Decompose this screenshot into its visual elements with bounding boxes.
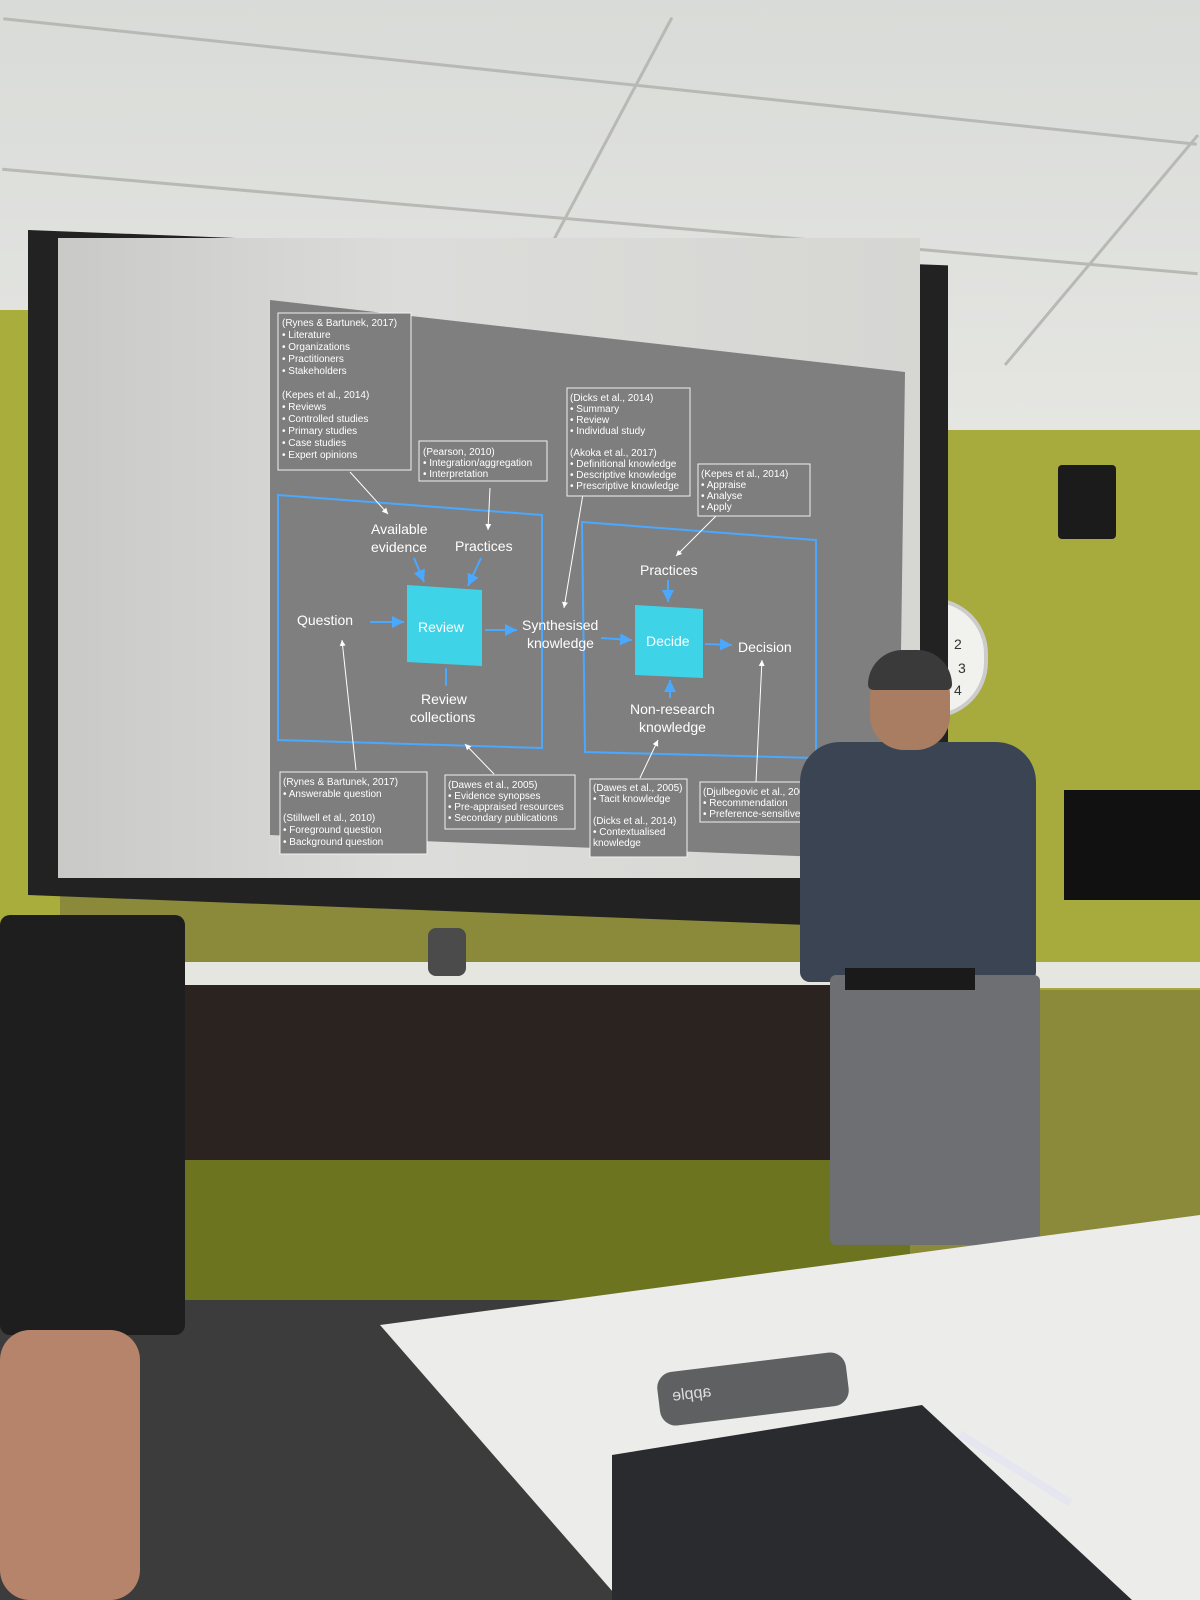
note-line: • Preference-sensitive	[703, 809, 801, 820]
hand	[0, 1330, 140, 1600]
arrow	[413, 557, 425, 583]
review-collections-label: Review	[421, 691, 468, 707]
clock-number: 4	[954, 682, 962, 698]
slide-body	[270, 300, 905, 860]
note-line: • Literature	[282, 330, 331, 341]
note-line: (Dawes et al., 2005)	[593, 783, 683, 794]
presenter-belt	[845, 968, 975, 990]
note-line: • Stakeholders	[282, 366, 347, 377]
note-line: • Summary	[570, 404, 619, 415]
practices-left-label: Practices	[455, 538, 513, 554]
arrow	[600, 633, 633, 646]
note-line: (Pearson, 2010)	[423, 447, 495, 458]
note-line: (Dicks et al., 2014)	[593, 816, 676, 827]
note-line: (Rynes & Bartunek, 2017)	[282, 318, 397, 329]
synthesised-knowledge-label: knowledge	[527, 635, 594, 651]
note-dawes-dicks: (Dawes et al., 2005) • Tacit knowledge (…	[589, 778, 688, 858]
note-line: • Reviews	[282, 402, 326, 413]
note-line: • Answerable question	[283, 789, 382, 800]
available-evidence-label: Available	[371, 521, 428, 537]
note-line: • Integration/aggregation	[423, 458, 532, 469]
presenter-shirt	[800, 742, 1036, 982]
clock-number: 2	[954, 636, 962, 652]
note-line: (Dicks et al., 2014)	[570, 393, 653, 404]
note-dawes-bottom: (Dawes et al., 2005) • Evidence synopses…	[444, 774, 576, 830]
note-kepes-right: (Kepes et al., 2014) • Appraise • Analys…	[697, 463, 811, 517]
presenter-pants	[830, 975, 1040, 1245]
reference-arrow	[339, 639, 357, 771]
question-label: Question	[297, 612, 353, 628]
note-dicks-top: (Dicks et al., 2014) • Summary • Review …	[566, 387, 691, 497]
note-line: • Practitioners	[282, 354, 344, 365]
decision-label: Decision	[738, 639, 792, 655]
note-line: • Analyse	[701, 491, 743, 502]
reference-arrow	[485, 487, 492, 531]
note-line: • Apply	[701, 502, 732, 513]
note-line: • Interpretation	[423, 469, 488, 480]
note-line: • Descriptive knowledge	[570, 470, 677, 481]
available-evidence-label: evidence	[371, 539, 427, 555]
webcam	[428, 928, 466, 976]
arrow	[704, 638, 733, 651]
non-research-knowledge-label: Non-research	[630, 701, 715, 717]
non-research-knowledge-label: knowledge	[639, 719, 706, 735]
note-line: • Pre-appraised resources	[448, 802, 564, 813]
practices-right-label: Practices	[640, 562, 698, 578]
reference-arrow	[562, 493, 584, 609]
wall-speaker	[1058, 465, 1116, 539]
note-line: • Prescriptive knowledge	[570, 481, 680, 492]
note-line: • Tacit knowledge	[593, 794, 671, 805]
decide-box	[635, 605, 703, 678]
decide-label: Decide	[646, 633, 690, 649]
note-line: • Appraise	[701, 480, 747, 491]
note-line: • Foreground question	[283, 825, 382, 836]
note-line: (Dawes et al., 2005)	[448, 780, 538, 791]
phone-logo-text: apple	[671, 1383, 713, 1405]
reference-arrow	[349, 471, 389, 515]
note-line: • Secondary publications	[448, 813, 558, 824]
note-line: • Contextualised	[593, 827, 665, 838]
note-pearson: (Pearson, 2010) • Integration/aggregatio…	[418, 440, 548, 482]
note-line: (Rynes & Bartunek, 2017)	[283, 777, 398, 788]
arrow	[467, 557, 482, 587]
note-line: • Recommendation	[703, 798, 788, 809]
note-line: (Akoka et al., 2017)	[570, 448, 657, 459]
note-rynes-top: (Rynes & Bartunek, 2017) • Literature • …	[277, 312, 412, 471]
review-collections-label: collections	[410, 709, 475, 725]
note-line: (Djulbegovic et al., 2006)	[703, 787, 814, 798]
note-line: (Stillwell et al., 2010)	[283, 813, 375, 824]
reference-arrow	[675, 511, 721, 557]
reference-arrow	[639, 739, 659, 779]
note-rynes-bottom: (Rynes & Bartunek, 2017) • Answerable qu…	[279, 771, 428, 855]
note-line: • Expert opinions	[282, 450, 357, 461]
reference-arrow	[464, 743, 495, 775]
side-monitor	[1064, 790, 1200, 900]
note-line: • Review	[570, 415, 610, 426]
cabinet	[150, 985, 870, 1185]
note-line: • Controlled studies	[282, 414, 368, 425]
note-line: (Kepes et al., 2014)	[282, 390, 369, 401]
note-line: • Case studies	[282, 438, 346, 449]
note-line: • Definitional knowledge	[570, 459, 677, 470]
note-line: • Background question	[283, 837, 383, 848]
reference-arrow	[755, 659, 765, 783]
note-line: • Individual study	[570, 426, 645, 437]
note-line: knowledge	[593, 838, 641, 849]
note-djulbegovic: (Djulbegovic et al., 2006) • Recommendat…	[699, 781, 814, 823]
note-line: (Kepes et al., 2014)	[701, 469, 788, 480]
synthesised-knowledge-label: Synthesised	[522, 617, 598, 633]
note-line: • Organizations	[282, 342, 350, 353]
clock-number: 3	[958, 660, 966, 676]
presenter-hair	[868, 650, 952, 690]
review-box	[407, 585, 482, 666]
note-line: • Primary studies	[282, 426, 357, 437]
review-label: Review	[418, 619, 465, 635]
review-frame	[277, 493, 543, 750]
office-chair	[0, 915, 185, 1335]
note-line: • Evidence synopses	[448, 791, 540, 802]
